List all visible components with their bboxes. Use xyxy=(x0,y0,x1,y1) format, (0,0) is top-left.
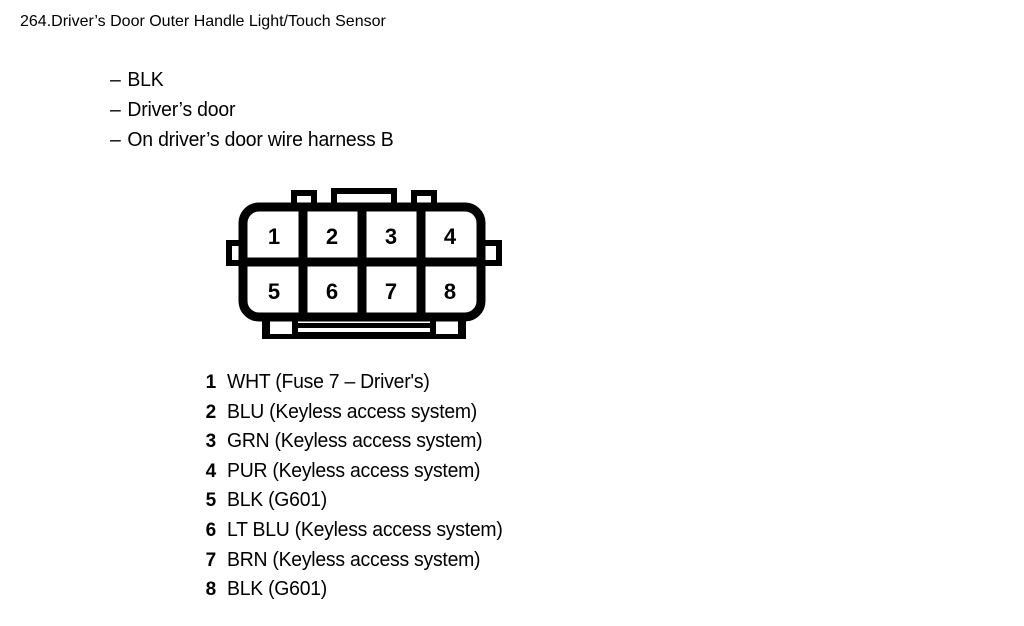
pin-list-item: 2 BLU (Keyless access system) xyxy=(196,401,511,431)
pin-description: GRN (Keyless access system) xyxy=(227,430,483,453)
connector-pin-5: 5 xyxy=(268,279,280,304)
connector-pin-8: 8 xyxy=(444,279,456,304)
pin-description: BLU (Keyless access system) xyxy=(227,400,478,423)
dash-bullet-icon: – xyxy=(110,69,121,91)
bottom-left-slot xyxy=(270,319,292,334)
pin-list-item: 4 PUR (Keyless access system) xyxy=(196,460,511,490)
pin-number: 2 xyxy=(205,401,217,423)
pin-number: 8 xyxy=(205,579,217,601)
dash-bullet-icon: – xyxy=(110,99,121,121)
attribute-item: –BLK xyxy=(110,65,393,95)
attribute-label: Driver’s door xyxy=(127,99,236,121)
connector-pin-6: 6 xyxy=(326,279,338,304)
connector-diagram: 1 2 3 4 5 6 7 8 xyxy=(218,183,508,348)
title-text: Driver’s Door Outer Handle Light/Touch S… xyxy=(51,13,386,30)
attribute-item: –On driver’s door wire harness B xyxy=(110,125,394,155)
dash-bullet-icon: – xyxy=(110,129,121,151)
page-title: 264. Driver’s Door Outer Handle Light/To… xyxy=(20,13,386,31)
connector-pin-2: 2 xyxy=(326,224,338,249)
connector-svg: 1 2 3 4 5 6 7 8 xyxy=(226,188,502,339)
pin-description: WHT (Fuse 7 – Driver's) xyxy=(227,371,430,393)
attribute-label: BLK xyxy=(127,69,164,91)
pin-list-item: 3 GRN (Keyless access system) xyxy=(196,430,511,460)
attribute-list: –BLK –Driver’s door –On driver’s door wi… xyxy=(110,65,402,155)
pin-number: 7 xyxy=(205,549,217,571)
title-number: 264. xyxy=(20,13,52,30)
pin-number: 6 xyxy=(205,519,217,541)
pin-description: LT BLU (Keyless access system) xyxy=(227,518,503,541)
connector-pin-3: 3 xyxy=(385,224,397,249)
pin-description: BRN (Keyless access system) xyxy=(227,548,481,571)
pin-legend-list: 1 WHT (Fuse 7 – Driver's) 2 BLU (Keyless… xyxy=(196,371,511,608)
connector-pin-4: 4 xyxy=(444,224,457,249)
pin-list-item: 5 BLK (G601) xyxy=(196,489,511,519)
pin-description: BLK (G601) xyxy=(227,578,328,601)
connector-pin-1: 1 xyxy=(268,224,280,249)
pin-number: 5 xyxy=(205,490,217,512)
pin-description: PUR (Keyless access system) xyxy=(227,459,481,482)
pin-number: 3 xyxy=(205,431,217,453)
pin-number: 1 xyxy=(205,372,217,393)
bottom-stripe-lower xyxy=(298,328,430,332)
pin-list-item: 1 WHT (Fuse 7 – Driver's) xyxy=(196,371,511,401)
pin-number: 4 xyxy=(205,460,217,482)
connector-pin-7: 7 xyxy=(385,279,397,304)
attribute-label: On driver’s door wire harness B xyxy=(127,129,394,151)
pin-list-item: 7 BRN (Keyless access system) xyxy=(196,549,511,579)
pin-list-item: 6 LT BLU (Keyless access system) xyxy=(196,519,511,549)
bottom-right-slot xyxy=(436,319,458,334)
pin-description: BLK (G601) xyxy=(227,489,328,512)
attribute-item: –Driver’s door xyxy=(110,95,393,125)
pin-list-item: 8 BLK (G601) xyxy=(196,578,511,608)
